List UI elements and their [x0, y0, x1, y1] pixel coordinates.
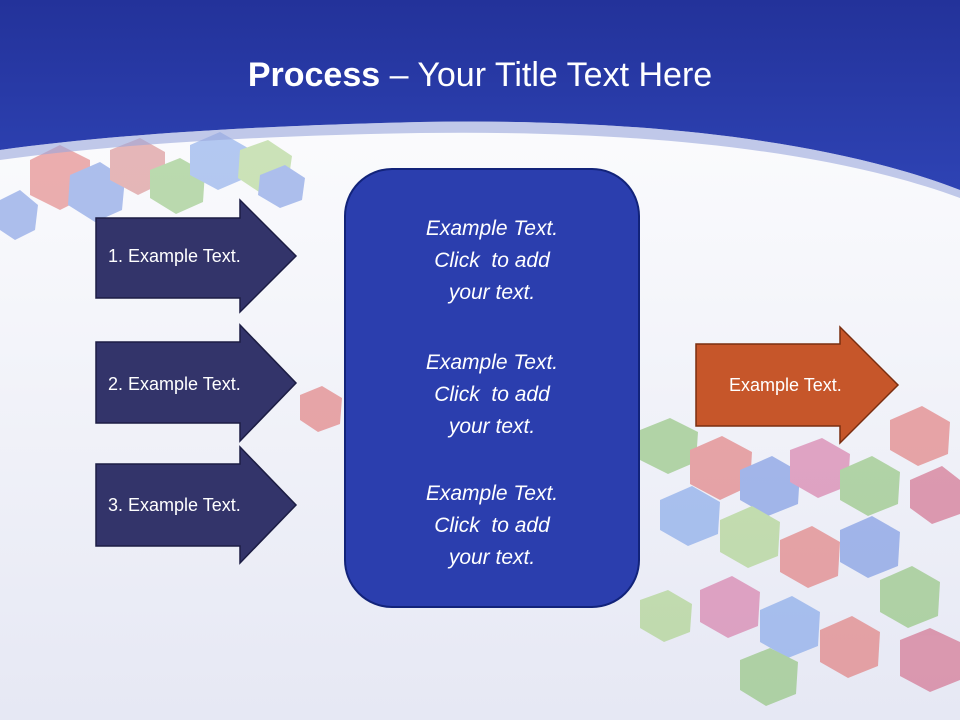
- title-bold: Process: [247, 56, 381, 94]
- center-process-box[interactable]: [344, 168, 640, 608]
- center-text-line: Click to add: [434, 514, 550, 537]
- output-arrow-label: Example Text.: [729, 375, 842, 395]
- center-text-line: Example Text.: [425, 217, 559, 240]
- gem-cluster-top-left-decoration: [0, 132, 305, 240]
- center-text-block-3[interactable]: Example Text. Click to add your text.: [344, 478, 640, 574]
- input-arrow-1[interactable]: [95, 198, 298, 314]
- gem-cluster-bottom-right-decoration: [300, 386, 960, 706]
- title-rest: – Your Title Text Here: [380, 56, 713, 94]
- center-text-block-2[interactable]: Example Text. Click to add your text.: [344, 347, 640, 443]
- center-text-block-1[interactable]: Example Text. Click to add your text.: [344, 213, 640, 309]
- input-arrow-3[interactable]: [95, 445, 298, 565]
- input-arrow-3-label: 3. Example Text.: [108, 495, 241, 515]
- center-text-line: your text.: [448, 415, 536, 438]
- output-arrow[interactable]: [695, 325, 900, 445]
- center-text-line: Click to add: [434, 383, 550, 406]
- center-text-line: Example Text.: [425, 351, 559, 374]
- center-text-line: your text.: [448, 546, 536, 569]
- input-arrow-1-label: 1. Example Text.: [108, 246, 241, 266]
- input-arrow-2-label: 2. Example Text.: [108, 374, 241, 394]
- header-curve-highlight: [0, 121, 960, 198]
- center-text-line: your text.: [448, 281, 536, 304]
- center-text-line: Click to add: [434, 249, 550, 272]
- slide-title[interactable]: Process – Your Title Text Here: [0, 52, 960, 98]
- input-arrow-2[interactable]: [95, 323, 298, 443]
- center-text-line: Example Text.: [425, 482, 559, 505]
- header-band: [0, 0, 960, 190]
